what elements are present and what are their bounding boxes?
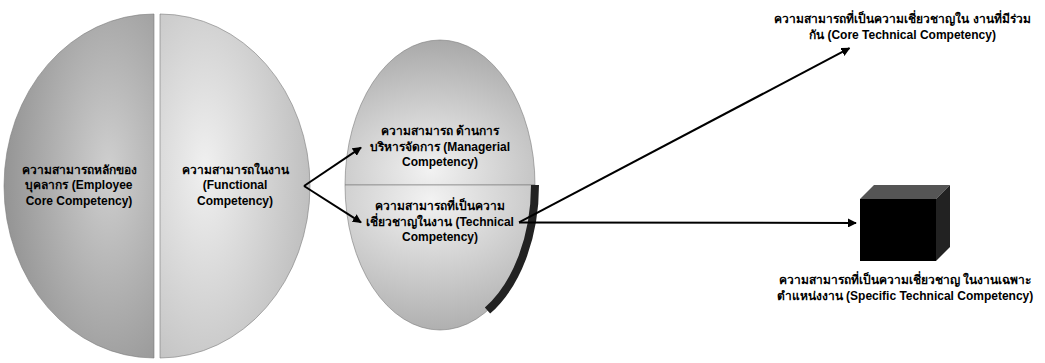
node-label: ความสามารถในงาน (Functional Competency): [170, 163, 300, 210]
node-label: ความสามารถ ด้านการบริหารจัดการ (Manageri…: [365, 124, 515, 171]
technical-half-ellipse: ความสามารถที่เป็นความ เชี่ยวชาญในงาน (Te…: [345, 185, 535, 330]
connector-arrow: [519, 48, 850, 222]
connector-arrow: [519, 221, 856, 224]
cube-shape: [860, 185, 950, 261]
core-technical-block: ความสามารถที่เป็นความเชี่ยวชาญใน งานที่ม…: [770, 12, 1035, 43]
core-half-circle: ความสามารถหลักของ บุคลากร (Employee Core…: [4, 14, 154, 358]
connector-arrow: [304, 186, 361, 222]
shape-fill: [160, 14, 310, 358]
node-label: ความสามารถที่เป็นความเชี่ยวชาญใน งานที่ม…: [770, 12, 1035, 43]
connector-arrow: [304, 148, 361, 186]
shape-fill: [345, 40, 535, 185]
node-label: ความสามารถที่เป็นความ เชี่ยวชาญในงาน (Te…: [365, 199, 515, 246]
node-label: ความสามารถที่เป็นความเชี่ยวชาญ ในงานเฉพา…: [773, 273, 1038, 304]
specific-technical-block: ความสามารถที่เป็นความเชี่ยวชาญ ในงานเฉพา…: [770, 185, 1040, 304]
shape-fill: [4, 14, 154, 358]
cube-side: [936, 185, 950, 261]
cube-top: [860, 185, 950, 199]
functional-half-circle: ความสามารถในงาน (Functional Competency): [160, 14, 310, 358]
managerial-half-ellipse: ความสามารถ ด้านการบริหารจัดการ (Manageri…: [345, 40, 535, 185]
node-label: ความสามารถหลักของ บุคลากร (Employee Core…: [15, 163, 143, 210]
cube-front: [860, 199, 936, 261]
shape-fill: [345, 185, 535, 330]
